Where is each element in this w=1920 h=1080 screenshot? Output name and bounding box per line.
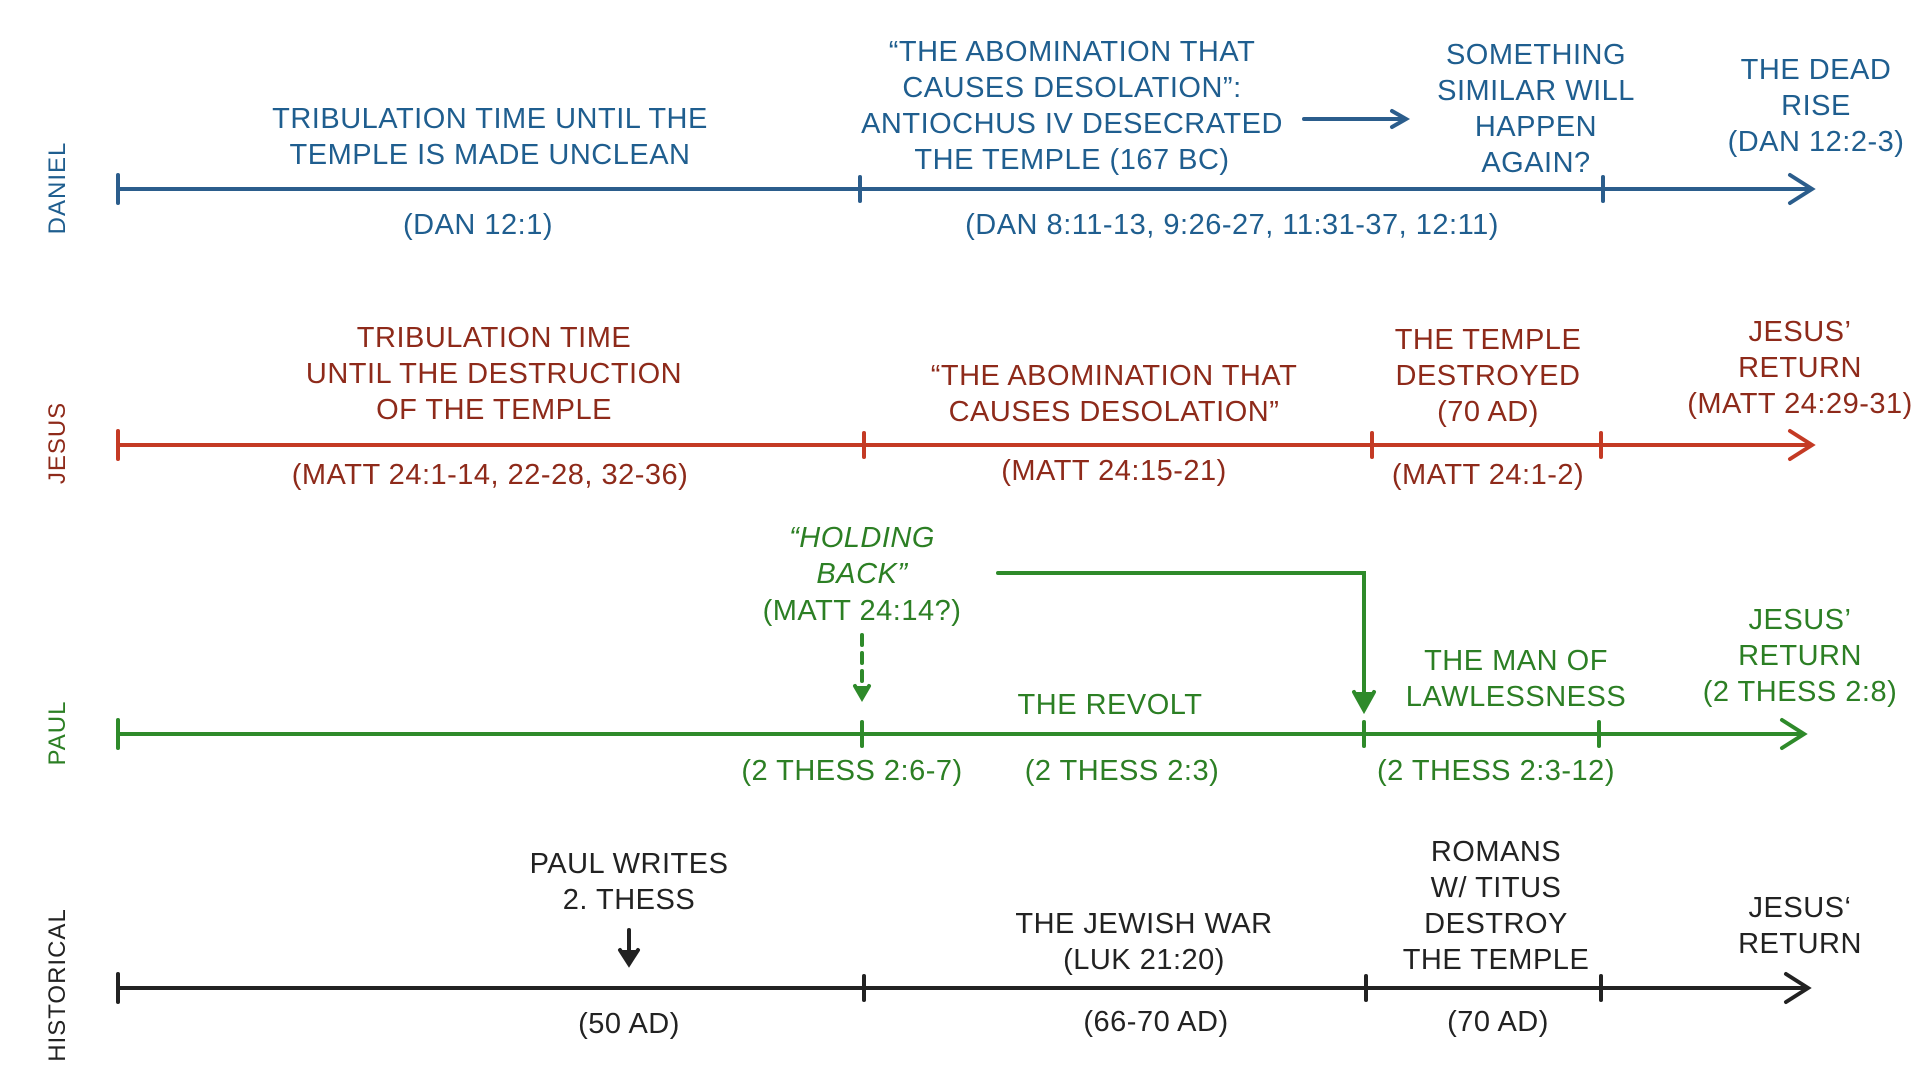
- daniel-segment1-line2: TEMPLE IS MADE UNCLEAN: [289, 139, 691, 171]
- historical-romans-line4: THE TEMPLE: [1402, 944, 1590, 976]
- paul-holding-line1: “HOLDING: [789, 522, 935, 554]
- paul-revolt-ref: (2 THESS 2:3): [1024, 755, 1220, 787]
- historical-war-line2: (LUK 21:20): [1063, 944, 1225, 976]
- historical-romans-line2: W/ TITUS: [1430, 872, 1562, 904]
- historical-arrowhead: [1784, 972, 1812, 1004]
- row-title-jesus: JESUS: [44, 401, 71, 485]
- historical-end-label: JESUS‘ RETURN: [1738, 890, 1862, 962]
- jesus-segment1-line3: OF THE TEMPLE: [376, 394, 612, 426]
- historical-paul-writes-label: PAUL WRITES 2. THESS: [530, 846, 729, 918]
- jesus-end-label: JESUS’ RETURN (MATT 24:29-31): [1687, 314, 1913, 422]
- jesus-segment1-label: TRIBULATION TIME UNTIL THE DESTRUCTION O…: [306, 320, 682, 428]
- historical-romans-line3: DESTROY: [1424, 908, 1568, 940]
- daniel-segment3-line2: SIMILAR WILL: [1437, 75, 1635, 107]
- paul-timeline: [116, 571, 1808, 750]
- historical-end-line1: JESUS‘: [1748, 892, 1852, 924]
- row-title-historical: HISTORICAL: [44, 908, 71, 1062]
- daniel-segment2-ref: (DAN 8:11-13, 9:26-27, 11:31-37, 12:11): [965, 209, 1499, 241]
- paul-holding-line2: BACK”: [816, 558, 908, 590]
- historical-war-label: THE JEWISH WAR (LUK 21:20): [1015, 906, 1272, 978]
- daniel-segment1-ref: (DAN 12:1): [402, 209, 554, 241]
- daniel-segment2-line1: “THE ABOMINATION THAT: [888, 36, 1256, 68]
- daniel-timeline: [116, 109, 1816, 205]
- daniel-end-line1: THE DEAD: [1740, 54, 1892, 86]
- paul-man-line1: THE MAN OF: [1424, 645, 1608, 677]
- jesus-segment3-line1: THE TEMPLE: [1394, 324, 1582, 356]
- daniel-end-line3: (DAN 12:2-3): [1727, 126, 1905, 158]
- historical-paul-writes-line1: PAUL WRITES: [529, 848, 729, 880]
- jesus-end-line2: RETURN: [1738, 352, 1862, 384]
- daniel-segment2-line4: THE TEMPLE (167 BC): [914, 144, 1230, 176]
- daniel-segment2-line2: CAUSES DESOLATION”:: [902, 72, 1242, 104]
- jesus-segment1-ref: (MATT 24:1-14, 22-28, 32-36): [291, 459, 689, 491]
- daniel-segment1-line1: TRIBULATION TIME UNTIL THE: [272, 103, 708, 135]
- daniel-segment3-line1: SOMETHING: [1445, 39, 1627, 71]
- paul-end-line2: RETURN: [1738, 640, 1862, 672]
- historical-war-ref: (66-70 AD): [1083, 1006, 1229, 1038]
- daniel-segment3-label: SOMETHING SIMILAR WILL HAPPEN AGAIN?: [1437, 37, 1635, 181]
- daniel-segment2-line3: ANTIOCHUS IV DESECRATED: [861, 108, 1283, 140]
- jesus-segment3-label: THE TEMPLE DESTROYED (70 AD): [1395, 322, 1582, 430]
- historical-war-line1: THE JEWISH WAR: [1015, 908, 1273, 940]
- daniel-end-line2: RISE: [1781, 90, 1851, 122]
- historical-romans-label: ROMANS W/ TITUS DESTROY THE TEMPLE: [1403, 834, 1590, 978]
- jesus-segment2-line2: CAUSES DESOLATION”: [948, 396, 1280, 428]
- paul-holding-ref2: (2 THESS 2:6-7): [741, 755, 963, 787]
- row-title-daniel: DANIEL: [44, 141, 71, 235]
- jesus-arrowhead: [1788, 429, 1816, 461]
- paul-holding-ref: (MATT 24:14?): [762, 595, 962, 627]
- jesus-segment1-line1: TRIBULATION TIME: [356, 322, 632, 354]
- row-title-paul: PAUL: [44, 700, 71, 766]
- historical-romans-line1: ROMANS: [1430, 836, 1562, 868]
- paul-end-label: JESUS’ RETURN (2 THESS 2:8): [1703, 602, 1898, 710]
- daniel-end-label: THE DEAD RISE (DAN 12:2-3): [1728, 52, 1905, 160]
- jesus-timeline: [116, 429, 1816, 461]
- daniel-segment2-label: “THE ABOMINATION THAT CAUSES DESOLATION”…: [861, 34, 1283, 178]
- daniel-arrowhead: [1788, 173, 1816, 205]
- daniel-segment1-label: TRIBULATION TIME UNTIL THE TEMPLE IS MAD…: [272, 101, 708, 173]
- jesus-end-line1: JESUS’: [1748, 316, 1852, 348]
- jesus-end-line3: (MATT 24:29-31): [1687, 388, 1913, 420]
- paul-holding-label: “HOLDING BACK”: [789, 520, 935, 592]
- jesus-segment2-line1: “THE ABOMINATION THAT: [930, 360, 1298, 392]
- jesus-segment2-ref: (MATT 24:15-21): [1001, 455, 1227, 487]
- historical-romans-ref: (70 AD): [1447, 1006, 1549, 1038]
- jesus-segment3-ref: (MATT 24:1-2): [1391, 459, 1585, 491]
- historical-end-line2: RETURN: [1738, 928, 1862, 960]
- paul-man-label: THE MAN OF LAWLESSNESS: [1406, 643, 1626, 715]
- paul-holding-arrowhead: [853, 684, 871, 702]
- jesus-segment3-line2: DESTROYED: [1395, 360, 1581, 392]
- daniel-similar-arrowhead: [1390, 109, 1411, 129]
- paul-elbow-arrowhead: [1352, 690, 1376, 715]
- daniel-segment3-line3: HAPPEN: [1474, 111, 1598, 143]
- historical-paul-writes-ref: (50 AD): [578, 1008, 680, 1040]
- jesus-segment1-line2: UNTIL THE DESTRUCTION: [305, 358, 683, 390]
- jesus-segment3-line3: (70 AD): [1437, 396, 1539, 428]
- paul-man-ref: (2 THESS 2:3-12): [1377, 755, 1615, 787]
- paul-end-line3: (2 THESS 2:8): [1702, 676, 1898, 708]
- jesus-segment2-label: “THE ABOMINATION THAT CAUSES DESOLATION”: [931, 358, 1298, 430]
- paul-man-line2: LAWLESSNESS: [1405, 681, 1627, 713]
- paul-end-line1: JESUS’: [1748, 604, 1852, 636]
- paul-revolt-label: THE REVOLT: [1017, 689, 1203, 721]
- daniel-segment3-line4: AGAIN?: [1481, 147, 1591, 179]
- historical-timeline: [116, 928, 1812, 1004]
- paul-arrowhead: [1780, 718, 1808, 750]
- paul-elbow-arrow: [996, 571, 1366, 697]
- historical-paul-writes-arrowhead: [618, 948, 640, 968]
- historical-paul-writes-line2: 2. THESS: [562, 884, 696, 916]
